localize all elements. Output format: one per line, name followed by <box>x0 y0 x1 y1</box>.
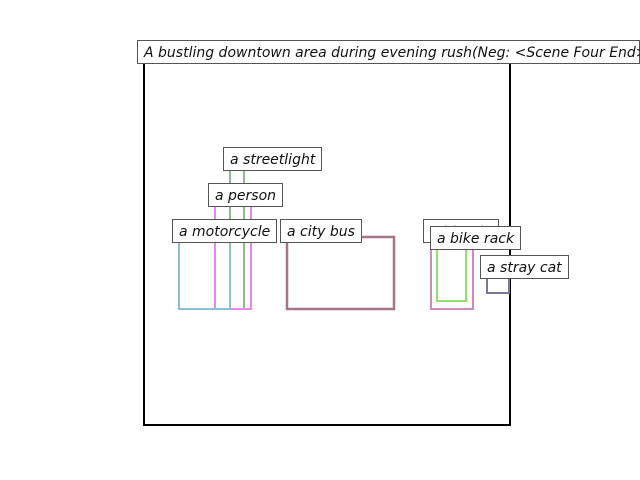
label-bike-rack: a bike rack <box>430 226 522 250</box>
bbox-stray-cat <box>486 277 510 294</box>
label-person: a person <box>208 183 284 207</box>
diagram-title: A bustling downtown area during evening … <box>137 40 640 64</box>
label-streetlight: a streetlight <box>223 147 323 171</box>
bbox-motorcycle <box>178 241 231 310</box>
label-stray-cat: a stray cat <box>480 255 569 279</box>
label-city-bus: a city bus <box>280 219 362 243</box>
bbox-city-bus <box>285 235 396 311</box>
label-motorcycle: a motorcycle <box>172 219 278 243</box>
bbox-bike-rack <box>436 248 467 302</box>
